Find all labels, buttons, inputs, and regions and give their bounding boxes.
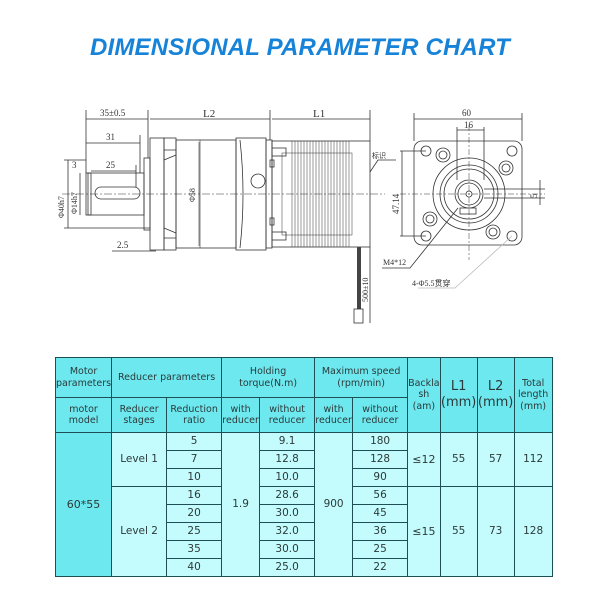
speed-with-cell: 900 bbox=[314, 432, 354, 577]
dia-40-label: Φ40h7 bbox=[57, 196, 66, 218]
l1-cell: 55 bbox=[439, 432, 478, 487]
header-reduction-ratio: Reduction ratio bbox=[166, 397, 223, 433]
header-torque-with-reducer: with reducer bbox=[221, 397, 261, 433]
width-60-label: 60 bbox=[462, 108, 472, 118]
speed-without-cell: 128 bbox=[352, 450, 409, 469]
speed-without-cell: 25 bbox=[352, 540, 409, 559]
speed-without-cell: 45 bbox=[352, 504, 409, 523]
ratio-cell: 40 bbox=[166, 558, 223, 577]
page-title: DIMENSIONAL PARAMETER CHART bbox=[89, 34, 511, 61]
header-torque-without-reducer: without reducer bbox=[259, 397, 316, 433]
ratio-cell: 25 bbox=[166, 522, 223, 541]
dim-25-label: 25 bbox=[106, 160, 116, 170]
dim-l1-label: L1 bbox=[313, 108, 325, 120]
dia-58-label: Φ58 bbox=[188, 188, 197, 202]
table-row: 25 32.0 36 bbox=[56, 522, 553, 541]
header-holding-torque: Holding torque(N.m) bbox=[221, 357, 316, 398]
dim-2-5-label: 2.5 bbox=[117, 240, 129, 250]
thread-label: M4*12 bbox=[383, 258, 406, 267]
header-total-length: Total length (mm) bbox=[513, 357, 553, 433]
total-length-cell: 112 bbox=[513, 432, 553, 487]
table-row: 40 25.0 22 bbox=[56, 558, 553, 577]
header-reducer-stages: Reducer stages bbox=[111, 397, 168, 433]
backlash-cell: ≤12 bbox=[407, 432, 441, 487]
header-maximum-speed: Maximum speed (rpm/min) bbox=[314, 357, 409, 398]
table-row: Level 2 16 28.6 56 ≤15 55 73 128 bbox=[56, 486, 553, 577]
table-row: 7 12.8 128 bbox=[56, 450, 553, 469]
table-row: 20 30.0 45 bbox=[56, 504, 553, 523]
speed-without-cell: 22 bbox=[352, 558, 409, 577]
width-16-label: 16 bbox=[464, 120, 474, 130]
header-l2: L2 (mm) bbox=[476, 357, 515, 433]
ratio-cell: 20 bbox=[166, 504, 223, 523]
table-row: 35 30.0 25 bbox=[56, 540, 553, 559]
table-row: 10 10.0 90 bbox=[56, 468, 553, 487]
key-5-label: 5 bbox=[529, 193, 539, 198]
dim-31-label: 31 bbox=[106, 132, 115, 142]
dimensional-drawing: 35±0.5 31 25 3 2.5 L2 L1 Φ40h7 Φ14h7 Φ58… bbox=[57, 108, 545, 324]
parameter-table: Motor parameters Reducer parameters Hold… bbox=[54, 357, 553, 577]
total-length-cell: 128 bbox=[513, 486, 553, 577]
header-motor-parameters: Motor parameters bbox=[54, 357, 113, 398]
dim-l2-label: L2 bbox=[203, 108, 215, 120]
ratio-cell: 16 bbox=[166, 486, 223, 505]
header-motor-model: motor model bbox=[54, 397, 113, 433]
dia-14-label: Φ14h7 bbox=[70, 192, 79, 214]
speed-without-cell: 36 bbox=[352, 522, 409, 541]
lead-length-label: 500±10 bbox=[361, 278, 370, 302]
header-l1: L1 (mm) bbox=[439, 357, 478, 433]
header-speed-with-reducer: with reducer bbox=[314, 397, 354, 433]
torque-without-cell: 12.8 bbox=[259, 450, 316, 469]
speed-without-cell: 90 bbox=[352, 468, 409, 487]
dim-35-label: 35±0.5 bbox=[100, 108, 126, 118]
speed-without-cell: 180 bbox=[352, 432, 409, 451]
ratio-cell: 10 bbox=[166, 468, 223, 487]
torque-without-cell: 9.1 bbox=[259, 432, 316, 451]
l1-cell: 55 bbox=[439, 486, 478, 577]
mark-label: 标识 bbox=[372, 151, 386, 160]
motor-model-cell: 60*55 bbox=[54, 432, 113, 577]
l2-cell: 57 bbox=[476, 432, 515, 487]
header-backlash: Backla sh (am) bbox=[407, 357, 441, 433]
ratio-cell: 7 bbox=[166, 450, 223, 469]
ratio-cell: 35 bbox=[166, 540, 223, 559]
ratio-cell: 5 bbox=[166, 432, 223, 451]
holes-label: 4-Φ5.5贯穿 bbox=[412, 278, 451, 288]
stage-cell: Level 2 bbox=[111, 486, 168, 577]
torque-with-cell: 1.9 bbox=[221, 432, 261, 577]
torque-without-cell: 28.6 bbox=[259, 486, 316, 505]
stage-cell: Level 1 bbox=[111, 432, 168, 487]
dim-3-label: 3 bbox=[72, 160, 77, 170]
header-reducer-parameters: Reducer parameters bbox=[111, 357, 223, 398]
torque-without-cell: 10.0 bbox=[259, 468, 316, 487]
header-speed-without-reducer: without reducer bbox=[352, 397, 409, 433]
torque-without-cell: 30.0 bbox=[259, 504, 316, 523]
backlash-cell: ≤15 bbox=[407, 486, 441, 577]
torque-without-cell: 25.0 bbox=[259, 558, 316, 577]
torque-without-cell: 32.0 bbox=[259, 522, 316, 541]
speed-without-cell: 56 bbox=[352, 486, 409, 505]
l2-cell: 73 bbox=[476, 486, 515, 577]
torque-without-cell: 30.0 bbox=[259, 540, 316, 559]
table-row: 60*55 Level 1 5 1.9 9.1 900 180 ≤12 55 5… bbox=[54, 432, 553, 577]
pitch-47-label: 47.14 bbox=[391, 193, 401, 214]
